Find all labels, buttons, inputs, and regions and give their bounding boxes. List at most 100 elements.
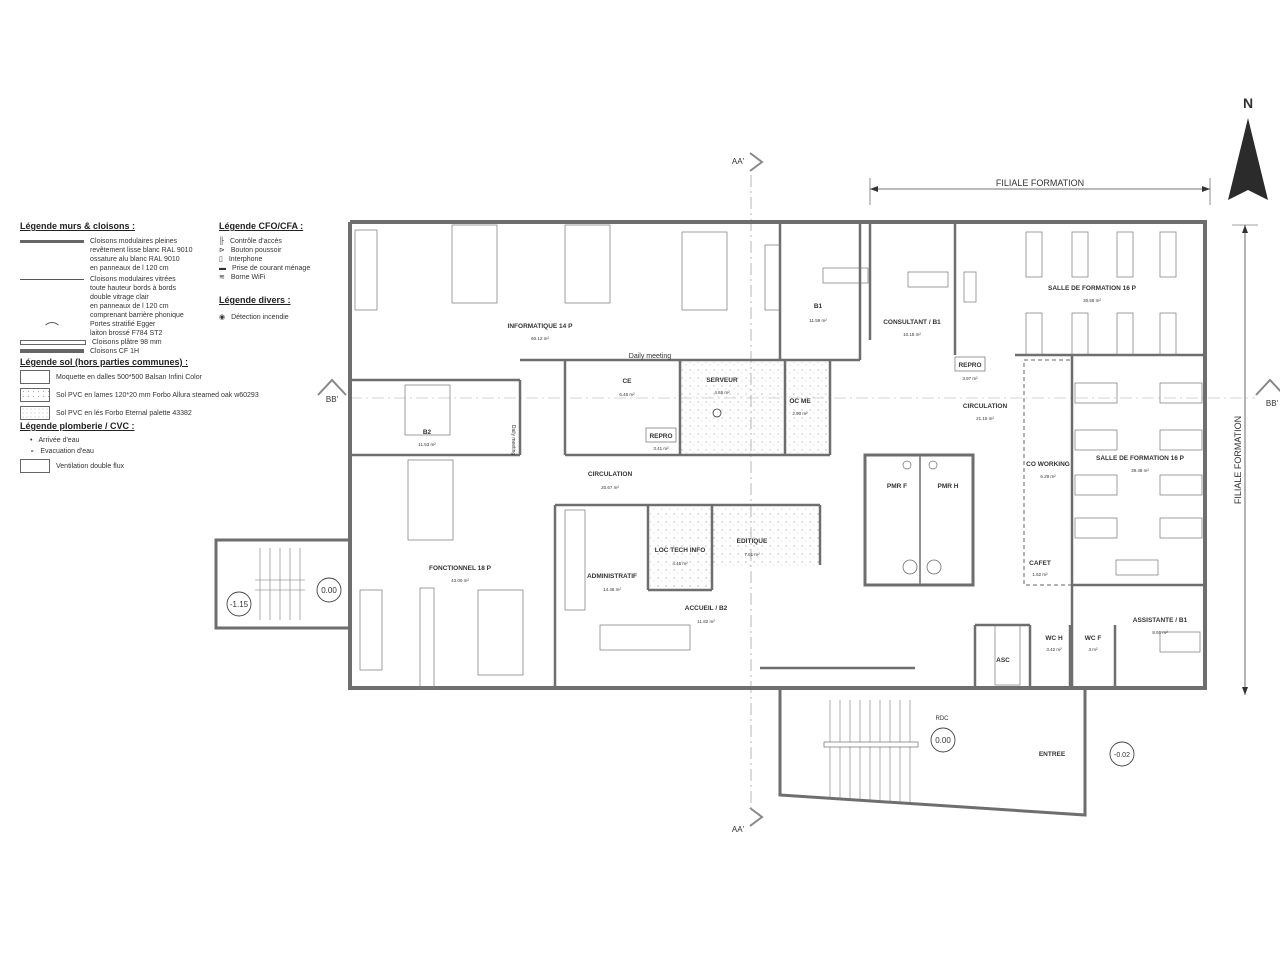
north-label: N xyxy=(1243,95,1253,111)
daily-meeting-side-label: Daily meeting xyxy=(510,425,516,456)
legend-plumbing-title: Légende plomberie / CVC : xyxy=(20,421,135,431)
intercom-icon: ▯ xyxy=(219,256,223,263)
room-salle-formation-1: SALLE DE FORMATION 16 P 30.55 m² xyxy=(1048,285,1137,303)
water-inlet-icon: • xyxy=(30,437,33,444)
room-circulation-1: CIRCULATION 20.67 m² xyxy=(588,471,633,490)
legend: Légende murs & cloisons : Cloisons modul… xyxy=(20,222,340,473)
svg-text:8.91 m²: 8.91 m² xyxy=(1152,630,1168,635)
power-outlet-icon: ▬ xyxy=(219,265,226,272)
room-entree: ENTREE xyxy=(1039,751,1066,758)
floor-dots-fine-swatch xyxy=(20,406,50,420)
room-asc: ASC xyxy=(996,657,1010,664)
floor-plain-swatch xyxy=(20,370,50,384)
svg-text:6.46 m²: 6.46 m² xyxy=(619,392,635,397)
room-consultant: CONSULTANT / B1 10.18 m² xyxy=(883,319,941,337)
wall-full-symbol-icon xyxy=(20,240,84,243)
legend-floor: Légende sol (hors parties communes) : Mo… xyxy=(20,358,340,420)
svg-text:CONSULTANT / B1: CONSULTANT / B1 xyxy=(883,319,941,326)
svg-text:ENTREE: ENTREE xyxy=(1039,751,1066,758)
level-entrance: -0.02 xyxy=(1114,752,1130,759)
room-editique: EDITIQUE 7.61 m² xyxy=(737,538,768,557)
fire-detector-icon xyxy=(712,408,722,418)
svg-text:REPRO: REPRO xyxy=(958,362,981,369)
svg-text:BB': BB' xyxy=(326,395,339,404)
room-informatique: INFORMATIQUE 14 P 60.12 m² xyxy=(508,323,574,341)
svg-text:ACCUEIL / B2: ACCUEIL / B2 xyxy=(685,605,728,612)
legend-item-ventilation: Ventilation double flux xyxy=(20,459,340,473)
room-repro-2: REPRO 3.41 m² xyxy=(645,427,677,451)
svg-text:PMR F: PMR F xyxy=(887,483,907,490)
svg-text:EDITIQUE: EDITIQUE xyxy=(737,538,768,545)
svg-text:30.55 m²: 30.55 m² xyxy=(1083,298,1101,303)
ventilation-box-icon xyxy=(20,459,50,473)
room-salle-formation-2: SALLE DE FORMATION 16 P 39.48 m² xyxy=(1096,455,1185,473)
room-serveur: SERVEUR 4.65 m² xyxy=(706,377,738,395)
svg-text:7.61 m²: 7.61 m² xyxy=(744,552,760,557)
room-b2: B2 11.53 m² xyxy=(418,429,436,447)
svg-text:ADMINISTRATIF: ADMINISTRATIF xyxy=(587,573,637,580)
legend-item-fire: ◉Détection incendie xyxy=(219,314,289,321)
wifi-icon: ≋ xyxy=(219,274,225,281)
room-pmr-f: PMR F xyxy=(887,483,907,490)
room-repro-1: REPRO 3.97 m² xyxy=(954,356,986,381)
svg-text:3.97 m²: 3.97 m² xyxy=(962,376,978,381)
svg-text:B2: B2 xyxy=(423,429,432,436)
level-stair-lower: -1.15 xyxy=(230,600,249,609)
svg-text:ASC: ASC xyxy=(996,657,1010,664)
svg-text:CIRCULATION: CIRCULATION xyxy=(963,403,1008,410)
svg-text:SERVEUR: SERVEUR xyxy=(706,377,738,384)
wall-plaster-symbol-icon xyxy=(20,340,86,345)
room-assistante: ASSISTANTE / B1 8.91 m² xyxy=(1133,617,1188,635)
svg-text:43.00 m²: 43.00 m² xyxy=(451,578,469,583)
svg-text:REPRO: REPRO xyxy=(649,433,672,440)
svg-text:11.82 m²: 11.82 m² xyxy=(697,619,715,624)
legend-item-water-out: ∘Evacuation d'eau xyxy=(30,448,94,455)
dimension-vertical: FILIALE FORMATION xyxy=(1232,224,1258,695)
dimension-label: FILIALE FORMATION xyxy=(996,178,1084,188)
access-control-icon: ╟ xyxy=(219,238,224,245)
legend-item-wall-plaster: Cloisons plâtre 98 mm xyxy=(20,338,205,347)
svg-text:CO WORKING: CO WORKING xyxy=(1026,461,1070,468)
section-aa-top: AA' xyxy=(732,152,764,172)
svg-text:LOC TECH INFO: LOC TECH INFO xyxy=(655,547,706,554)
svg-text:SALLE DE FORMATION 16 P: SALLE DE FORMATION 16 P xyxy=(1096,455,1185,462)
svg-text:1.62 m²: 1.62 m² xyxy=(1032,572,1048,577)
legend-item-water-in: •Arrivée d'eau xyxy=(30,437,80,444)
legend-item-floor-carpet: Moquette en dalles 500*500 Balsan Infini… xyxy=(20,370,340,384)
room-fonctionnel: FONCTIONNEL 18 P 43.00 m² xyxy=(429,565,492,583)
room-wc-h: WC H 3.42 m² xyxy=(1045,635,1063,652)
legend-cfo-title: Légende CFO/CFA : xyxy=(219,221,304,231)
room-pmr-h: PMR H xyxy=(938,483,959,490)
door-symbol-icon: ⌒ xyxy=(45,321,59,337)
level-stair-landing: 0.00 xyxy=(321,586,337,595)
svg-text:PMR H: PMR H xyxy=(938,483,959,490)
svg-text:OC ME: OC ME xyxy=(789,398,811,405)
pmr-block xyxy=(863,453,975,587)
water-drain-icon: ∘ xyxy=(30,448,35,455)
push-button-icon: ⊳ xyxy=(219,247,225,254)
room-administratif: ADMINISTRATIF 14.46 m² xyxy=(587,573,637,592)
north-arrow-icon xyxy=(1228,118,1268,200)
svg-text:INFORMATIQUE 14 P: INFORMATIQUE 14 P xyxy=(508,323,574,330)
legend-item-floor-pvc-lames: Sol PVC en lames 120*20 mm Forbo Allura … xyxy=(20,388,340,402)
legend-item-button: ⊳Bouton poussoir xyxy=(219,247,282,254)
legend-divers-title: Légende divers : xyxy=(219,295,291,305)
room-ce: CE 6.46 m² xyxy=(619,378,635,397)
svg-text:4.45 m²: 4.45 m² xyxy=(672,561,688,566)
furniture xyxy=(354,224,1203,689)
room-cafet: CAFET 1.62 m² xyxy=(1029,560,1051,577)
svg-text:AA': AA' xyxy=(732,825,745,834)
svg-text:WC H: WC H xyxy=(1045,635,1063,642)
legend-item-outlet: ▬Prise de courant ménage xyxy=(219,265,311,272)
daily-meeting-label: Daily meeting xyxy=(629,353,672,360)
dimension-vertical-label: FILIALE FORMATION xyxy=(1233,416,1243,504)
room-wc-f: WC F 3 m² xyxy=(1085,635,1102,652)
north-arrow: N xyxy=(1228,95,1268,200)
legend-walls: Légende murs & cloisons : Cloisons modul… xyxy=(20,222,205,356)
svg-text:14.46 m²: 14.46 m² xyxy=(603,587,621,592)
svg-text:3.42 m²: 3.42 m² xyxy=(1046,647,1062,652)
svg-text:3 m²: 3 m² xyxy=(1089,647,1099,652)
svg-text:CE: CE xyxy=(622,378,632,385)
svg-text:21.15 m²: 21.15 m² xyxy=(976,416,994,421)
svg-text:10.18 m²: 10.18 m² xyxy=(903,332,921,337)
